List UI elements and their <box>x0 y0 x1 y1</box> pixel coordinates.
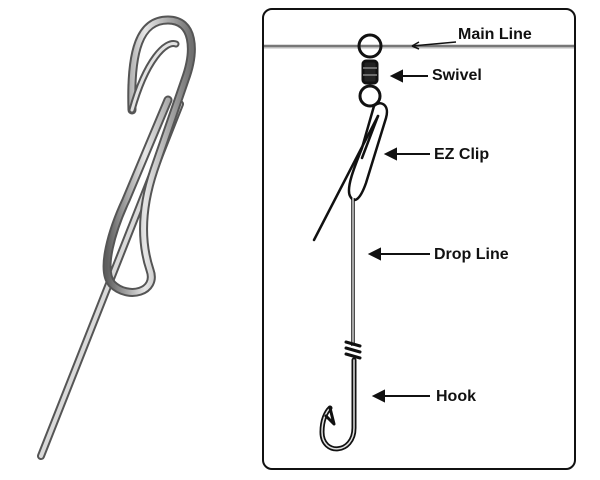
ez-clip-wire <box>37 15 196 460</box>
ez-clip-label: EZ Clip <box>434 146 490 163</box>
hook-arrow <box>371 389 430 403</box>
main-line-arrow <box>411 41 457 50</box>
main-line-label: Main Line <box>458 26 532 43</box>
ez-clip-icon <box>312 102 389 242</box>
swivel-arrow <box>389 69 428 83</box>
drop-line-label: Drop Line <box>434 246 509 263</box>
ez-clip-photo <box>37 15 196 460</box>
swivel-label: Swivel <box>432 67 482 84</box>
hook-label: Hook <box>436 388 476 405</box>
ez-clip-arrow <box>383 147 430 161</box>
drop-line-arrow <box>367 247 430 261</box>
swivel-icon <box>357 33 383 108</box>
main-line <box>264 44 574 49</box>
rig-diagram <box>264 33 574 452</box>
hook-icon <box>319 340 362 452</box>
